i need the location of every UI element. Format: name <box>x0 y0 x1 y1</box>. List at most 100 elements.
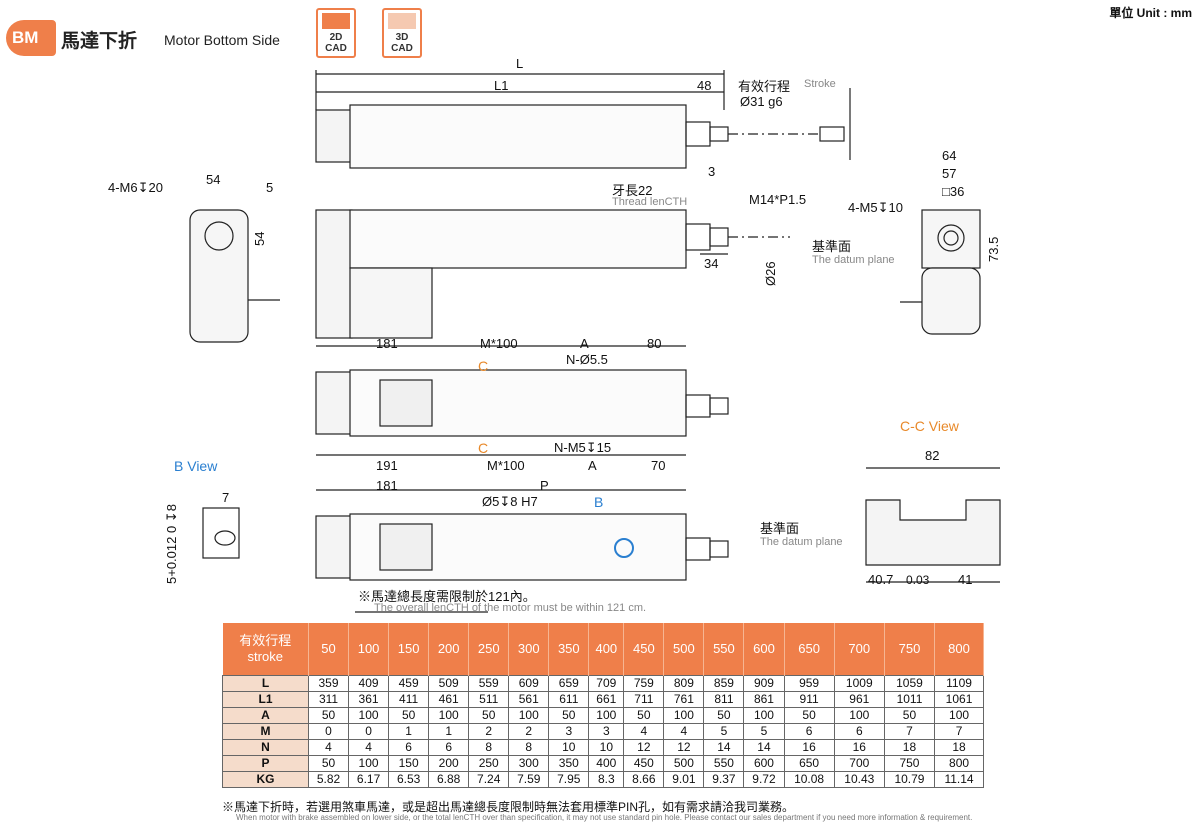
table-cell: 711 <box>623 690 665 708</box>
table-cell: 7.95 <box>548 770 590 788</box>
table-cell: 50 <box>388 706 430 724</box>
stroke-col: 600 <box>743 623 785 675</box>
table-cell: 10 <box>588 738 625 756</box>
table-cell: 1059 <box>883 674 936 692</box>
dim-82: 82 <box>925 448 940 463</box>
stroke-col: 700 <box>834 623 885 675</box>
stroke-label-zh: 有效行程 <box>738 79 791 94</box>
title-zh: 馬達下折 <box>61 31 138 52</box>
table-cell: 961 <box>833 690 885 708</box>
table-cell: 50 <box>468 706 510 724</box>
hole-n55: N-Ø5.5 <box>566 352 608 367</box>
table-cell: 511 <box>468 690 510 708</box>
table-cell: 9.37 <box>703 770 745 788</box>
table-cell: 12 <box>663 738 705 756</box>
dim-80: 80 <box>647 336 662 351</box>
table-row-label: L1 <box>222 690 309 708</box>
cad-2d-button[interactable]: 2D CAD <box>316 8 356 58</box>
shaft-diameter: Ø31 g6 <box>740 94 783 109</box>
table-cell: 609 <box>508 674 550 692</box>
table-cell: 409 <box>348 674 390 692</box>
table-cell: 6 <box>388 738 430 756</box>
table-cell: 311 <box>307 690 350 708</box>
table-cell: 50 <box>623 706 665 724</box>
stroke-col: 100 <box>348 623 390 675</box>
table-cell: 761 <box>663 690 705 708</box>
stroke-col: 50 <box>308 623 350 675</box>
table-cell: 909 <box>743 674 785 692</box>
table-cell: 661 <box>588 690 625 708</box>
table-cell: 50 <box>703 706 745 724</box>
table-cell: 10.79 <box>883 770 936 788</box>
cad-3d-button[interactable]: 3D CAD <box>382 8 422 58</box>
table-cell: 650 <box>783 754 835 772</box>
stroke-col: 150 <box>388 623 430 675</box>
table-cell: 2 <box>508 722 550 740</box>
dim-54-width: 54 <box>206 172 221 187</box>
stroke-col: 800 <box>934 623 984 675</box>
table-cell: 750 <box>883 754 936 772</box>
stroke-col: 750 <box>884 623 936 675</box>
table-cell: 500 <box>663 754 705 772</box>
table-cell: 0 <box>307 722 350 740</box>
table-cell: 559 <box>468 674 510 692</box>
left-hole-spec: 4-M6↧20 <box>108 180 163 195</box>
bm-badge: BM <box>6 20 56 56</box>
table-cell: 14 <box>703 738 745 756</box>
b-view-tolerance: 5+0.012 0 ↧8 <box>164 504 179 584</box>
dim-181-b: 181 <box>376 478 398 493</box>
table-cell: 1011 <box>883 690 936 708</box>
table-cell: 100 <box>743 706 785 724</box>
table-cell: 50 <box>548 706 590 724</box>
table-cell: 250 <box>468 754 510 772</box>
table-cell: 18 <box>934 738 984 756</box>
table-cell: 861 <box>743 690 785 708</box>
table-cell: 8 <box>508 738 550 756</box>
table-header-stroke: 有效行程 stroke <box>222 623 309 675</box>
table-row-label: KG <box>222 770 309 788</box>
datum-label-zh: 基準面 <box>812 239 852 254</box>
table-cell: 50 <box>307 754 350 772</box>
cad-3d-icon <box>388 13 416 29</box>
table-cell: 100 <box>934 706 984 724</box>
table-cell: 50 <box>783 706 835 724</box>
table-cell: 450 <box>623 754 665 772</box>
table-cell: 0 <box>348 722 390 740</box>
table-cell: 811 <box>703 690 745 708</box>
motor-length-note-zh: ※馬達總長度需限制於121內。 <box>358 589 536 604</box>
table-cell: 100 <box>508 706 550 724</box>
dim-70: 70 <box>651 458 666 473</box>
table-cell: 7 <box>883 722 936 740</box>
table-cell: 150 <box>388 754 430 772</box>
table-cell: 700 <box>833 754 885 772</box>
footnote-en: When motor with brake assembled on lower… <box>236 813 973 822</box>
square-36: □36 <box>942 184 965 199</box>
table-cell: 350 <box>548 754 590 772</box>
table-cell: 6 <box>783 722 835 740</box>
table-cell: 7.59 <box>508 770 550 788</box>
section-c-top: C <box>478 358 489 374</box>
dim-73-5: 73.5 <box>986 236 1001 262</box>
table-cell: 6.88 <box>428 770 470 788</box>
table-cell: 4 <box>307 738 350 756</box>
table-cell: 1061 <box>934 690 984 708</box>
dim-a-top: A <box>580 336 589 351</box>
dim-L: L <box>516 56 524 71</box>
stroke-col: 650 <box>784 623 835 675</box>
table-cell: 8.66 <box>623 770 665 788</box>
detail-b-marker: B <box>594 494 604 510</box>
table-cell: 459 <box>388 674 430 692</box>
table-cell: 5 <box>703 722 745 740</box>
stroke-col: 500 <box>663 623 705 675</box>
table-row-label: P <box>222 754 309 772</box>
table-cell: 11.14 <box>934 770 984 788</box>
dim-57: 57 <box>942 166 957 181</box>
table-cell: 911 <box>783 690 835 708</box>
dim-m100-b: M*100 <box>487 458 525 473</box>
table-row-label: A <box>222 706 309 724</box>
table-cell: 561 <box>508 690 550 708</box>
cc-datum-zh: 基準面 <box>760 521 800 536</box>
